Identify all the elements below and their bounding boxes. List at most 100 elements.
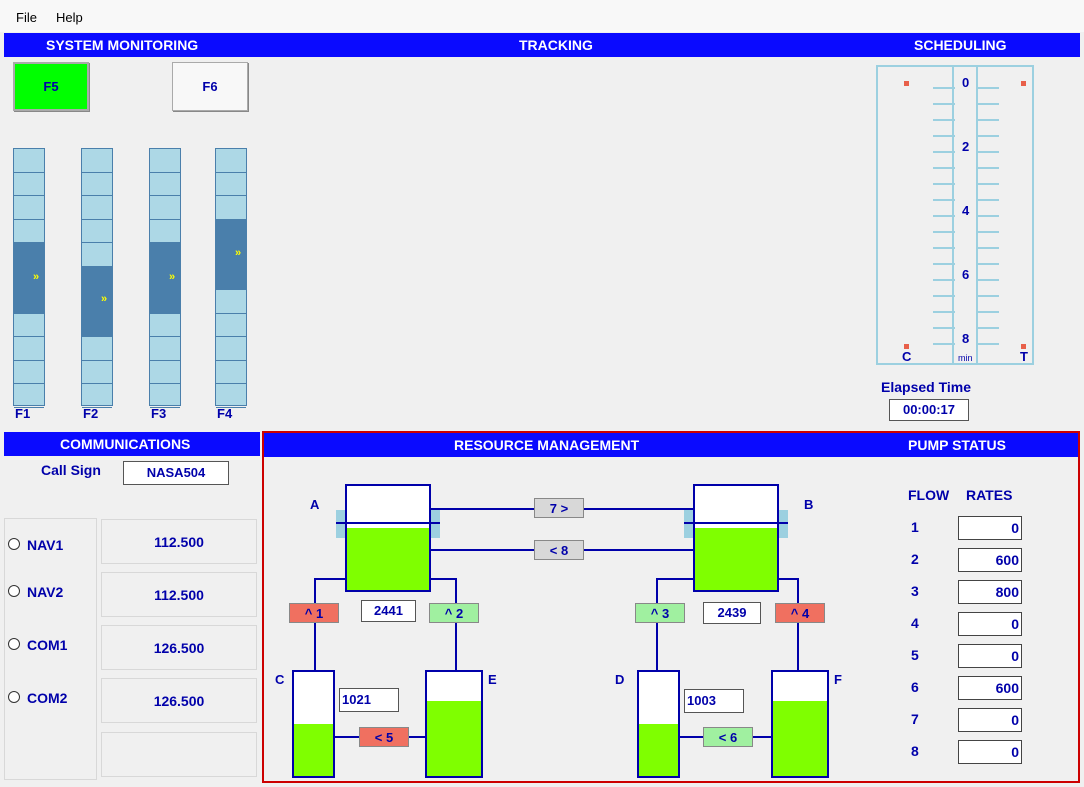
pump-8-button[interactable]: < 8 <box>534 540 584 560</box>
tank-c-level: 1021 <box>339 688 399 712</box>
channel-list <box>4 518 97 780</box>
tank-a-fluid <box>347 527 429 590</box>
elapsed-time-label: Elapsed Time <box>881 379 972 395</box>
call-sign-label: Call Sign <box>41 462 101 478</box>
tank-a-left-marker <box>336 510 345 538</box>
line-to-f <box>797 578 799 670</box>
gauge-f4-indicator[interactable] <box>216 220 246 290</box>
tank-b-right-marker <box>779 510 788 538</box>
gauge-f3: » <box>149 148 181 408</box>
pump-7-button[interactable]: 7 > <box>534 498 584 518</box>
line-to-c <box>314 578 316 670</box>
flow-row-6-num: 6 <box>911 679 919 695</box>
flow-row-5-num: 5 <box>911 647 919 663</box>
menu-bar: File Help <box>0 0 1084 32</box>
nav1-frequency[interactable]: 112.500 <box>101 519 257 564</box>
scheduling-timeline: 0 2 4 6 8 C T min <box>876 65 1034 365</box>
com1-label: COM1 <box>27 637 68 653</box>
com2-frequency[interactable]: 126.500 <box>101 678 257 723</box>
tank-d <box>637 670 680 778</box>
sched-tick-2: 2 <box>962 139 970 154</box>
gauge-f4-arrow-icon: » <box>235 247 242 259</box>
pump-6-button[interactable]: < 6 <box>703 727 753 747</box>
resource-management-title: RESOURCE MANAGEMENT <box>454 437 640 453</box>
nav1-radio[interactable] <box>8 538 20 550</box>
flow-row-5-rate: 0 <box>958 644 1022 668</box>
flow-row-6-rate: 600 <box>958 676 1022 700</box>
resource-management-panel <box>262 431 1080 783</box>
gauge-f2-arrow-icon: » <box>101 293 108 305</box>
f6-button[interactable]: F6 <box>172 62 248 111</box>
tank-a-level: 2441 <box>361 600 416 622</box>
tank-e-fluid <box>427 701 481 776</box>
pump-2-button[interactable]: ^ 2 <box>429 603 479 623</box>
gauge-f2-label: F2 <box>83 406 99 421</box>
tank-b-target-line <box>684 522 788 524</box>
gauge-f2: » <box>81 148 113 408</box>
sched-tick-4: 4 <box>962 203 970 218</box>
gauge-f4: » <box>215 148 247 408</box>
flow-row-2-num: 2 <box>911 551 919 567</box>
pump-1-button[interactable]: ^ 1 <box>289 603 339 623</box>
sched-c-label: C <box>902 349 912 364</box>
menu-help[interactable]: Help <box>56 10 83 25</box>
tank-c-label: C <box>275 672 285 687</box>
call-sign-value: NASA504 <box>123 461 229 485</box>
com2-radio[interactable] <box>8 691 20 703</box>
pump-3-button[interactable]: ^ 3 <box>635 603 685 623</box>
pump-4-button[interactable]: ^ 4 <box>775 603 825 623</box>
tank-b-label: B <box>804 497 814 512</box>
f5-button[interactable]: F5 <box>13 62 89 111</box>
gauge-f4-label: F4 <box>217 406 233 421</box>
empty-frequency-slot <box>101 732 257 777</box>
top-header-bar: SYSTEM MONITORING TRACKING SCHEDULING <box>4 33 1080 57</box>
com1-frequency[interactable]: 126.500 <box>101 625 257 670</box>
gauge-f2-indicator[interactable] <box>82 267 112 337</box>
sched-c-marker-bottom <box>904 344 909 349</box>
tank-a-target-line <box>336 522 440 524</box>
pump-status-title: PUMP STATUS <box>908 437 1007 453</box>
nav2-label: NAV2 <box>27 584 64 600</box>
tank-d-fluid <box>639 724 678 776</box>
tank-a-label: A <box>310 497 320 512</box>
sched-t-marker-bottom <box>1021 344 1026 349</box>
tank-e <box>425 670 483 778</box>
tank-d-label: D <box>615 672 625 687</box>
nav2-frequency[interactable]: 112.500 <box>101 572 257 617</box>
tank-b-left-marker <box>684 510 693 538</box>
menu-file[interactable]: File <box>16 10 37 25</box>
system-monitoring-title: SYSTEM MONITORING <box>46 37 199 53</box>
flow-row-8-num: 8 <box>911 743 919 759</box>
flow-row-4-rate: 0 <box>958 612 1022 636</box>
pump-5-button[interactable]: < 5 <box>359 727 409 747</box>
flow-row-3-rate: 800 <box>958 580 1022 604</box>
tank-b <box>693 484 779 592</box>
flow-row-3-num: 3 <box>911 583 919 599</box>
gauge-f1-label: F1 <box>15 406 31 421</box>
flow-label: FLOW <box>908 487 950 503</box>
gauge-f3-arrow-icon: » <box>169 271 176 283</box>
tank-b-level: 2439 <box>703 602 761 624</box>
tank-c <box>292 670 335 778</box>
sched-tick-0: 0 <box>962 75 970 90</box>
sched-tick-6: 6 <box>962 267 970 282</box>
communications-header: COMMUNICATIONS <box>4 432 260 456</box>
gauge-f3-indicator[interactable] <box>150 243 180 313</box>
tank-c-fluid <box>294 724 333 776</box>
tank-e-label: E <box>488 672 497 687</box>
flow-row-7-rate: 0 <box>958 708 1022 732</box>
tank-a-right-marker <box>431 510 440 538</box>
sched-unit: min <box>958 353 973 363</box>
communications-title: COMMUNICATIONS <box>60 436 191 452</box>
com1-radio[interactable] <box>8 638 20 650</box>
sched-t-marker-top <box>1021 81 1026 86</box>
tank-a <box>345 484 431 592</box>
flow-row-7-num: 7 <box>911 711 919 727</box>
com2-label: COM2 <box>27 690 68 706</box>
flow-row-1-rate: 0 <box>958 516 1022 540</box>
flow-row-2-rate: 600 <box>958 548 1022 572</box>
nav2-radio[interactable] <box>8 585 20 597</box>
gauge-f1-indicator[interactable] <box>14 243 44 313</box>
elapsed-time-value: 00:00:17 <box>889 399 969 421</box>
tank-d-level: 1003 <box>684 689 744 713</box>
